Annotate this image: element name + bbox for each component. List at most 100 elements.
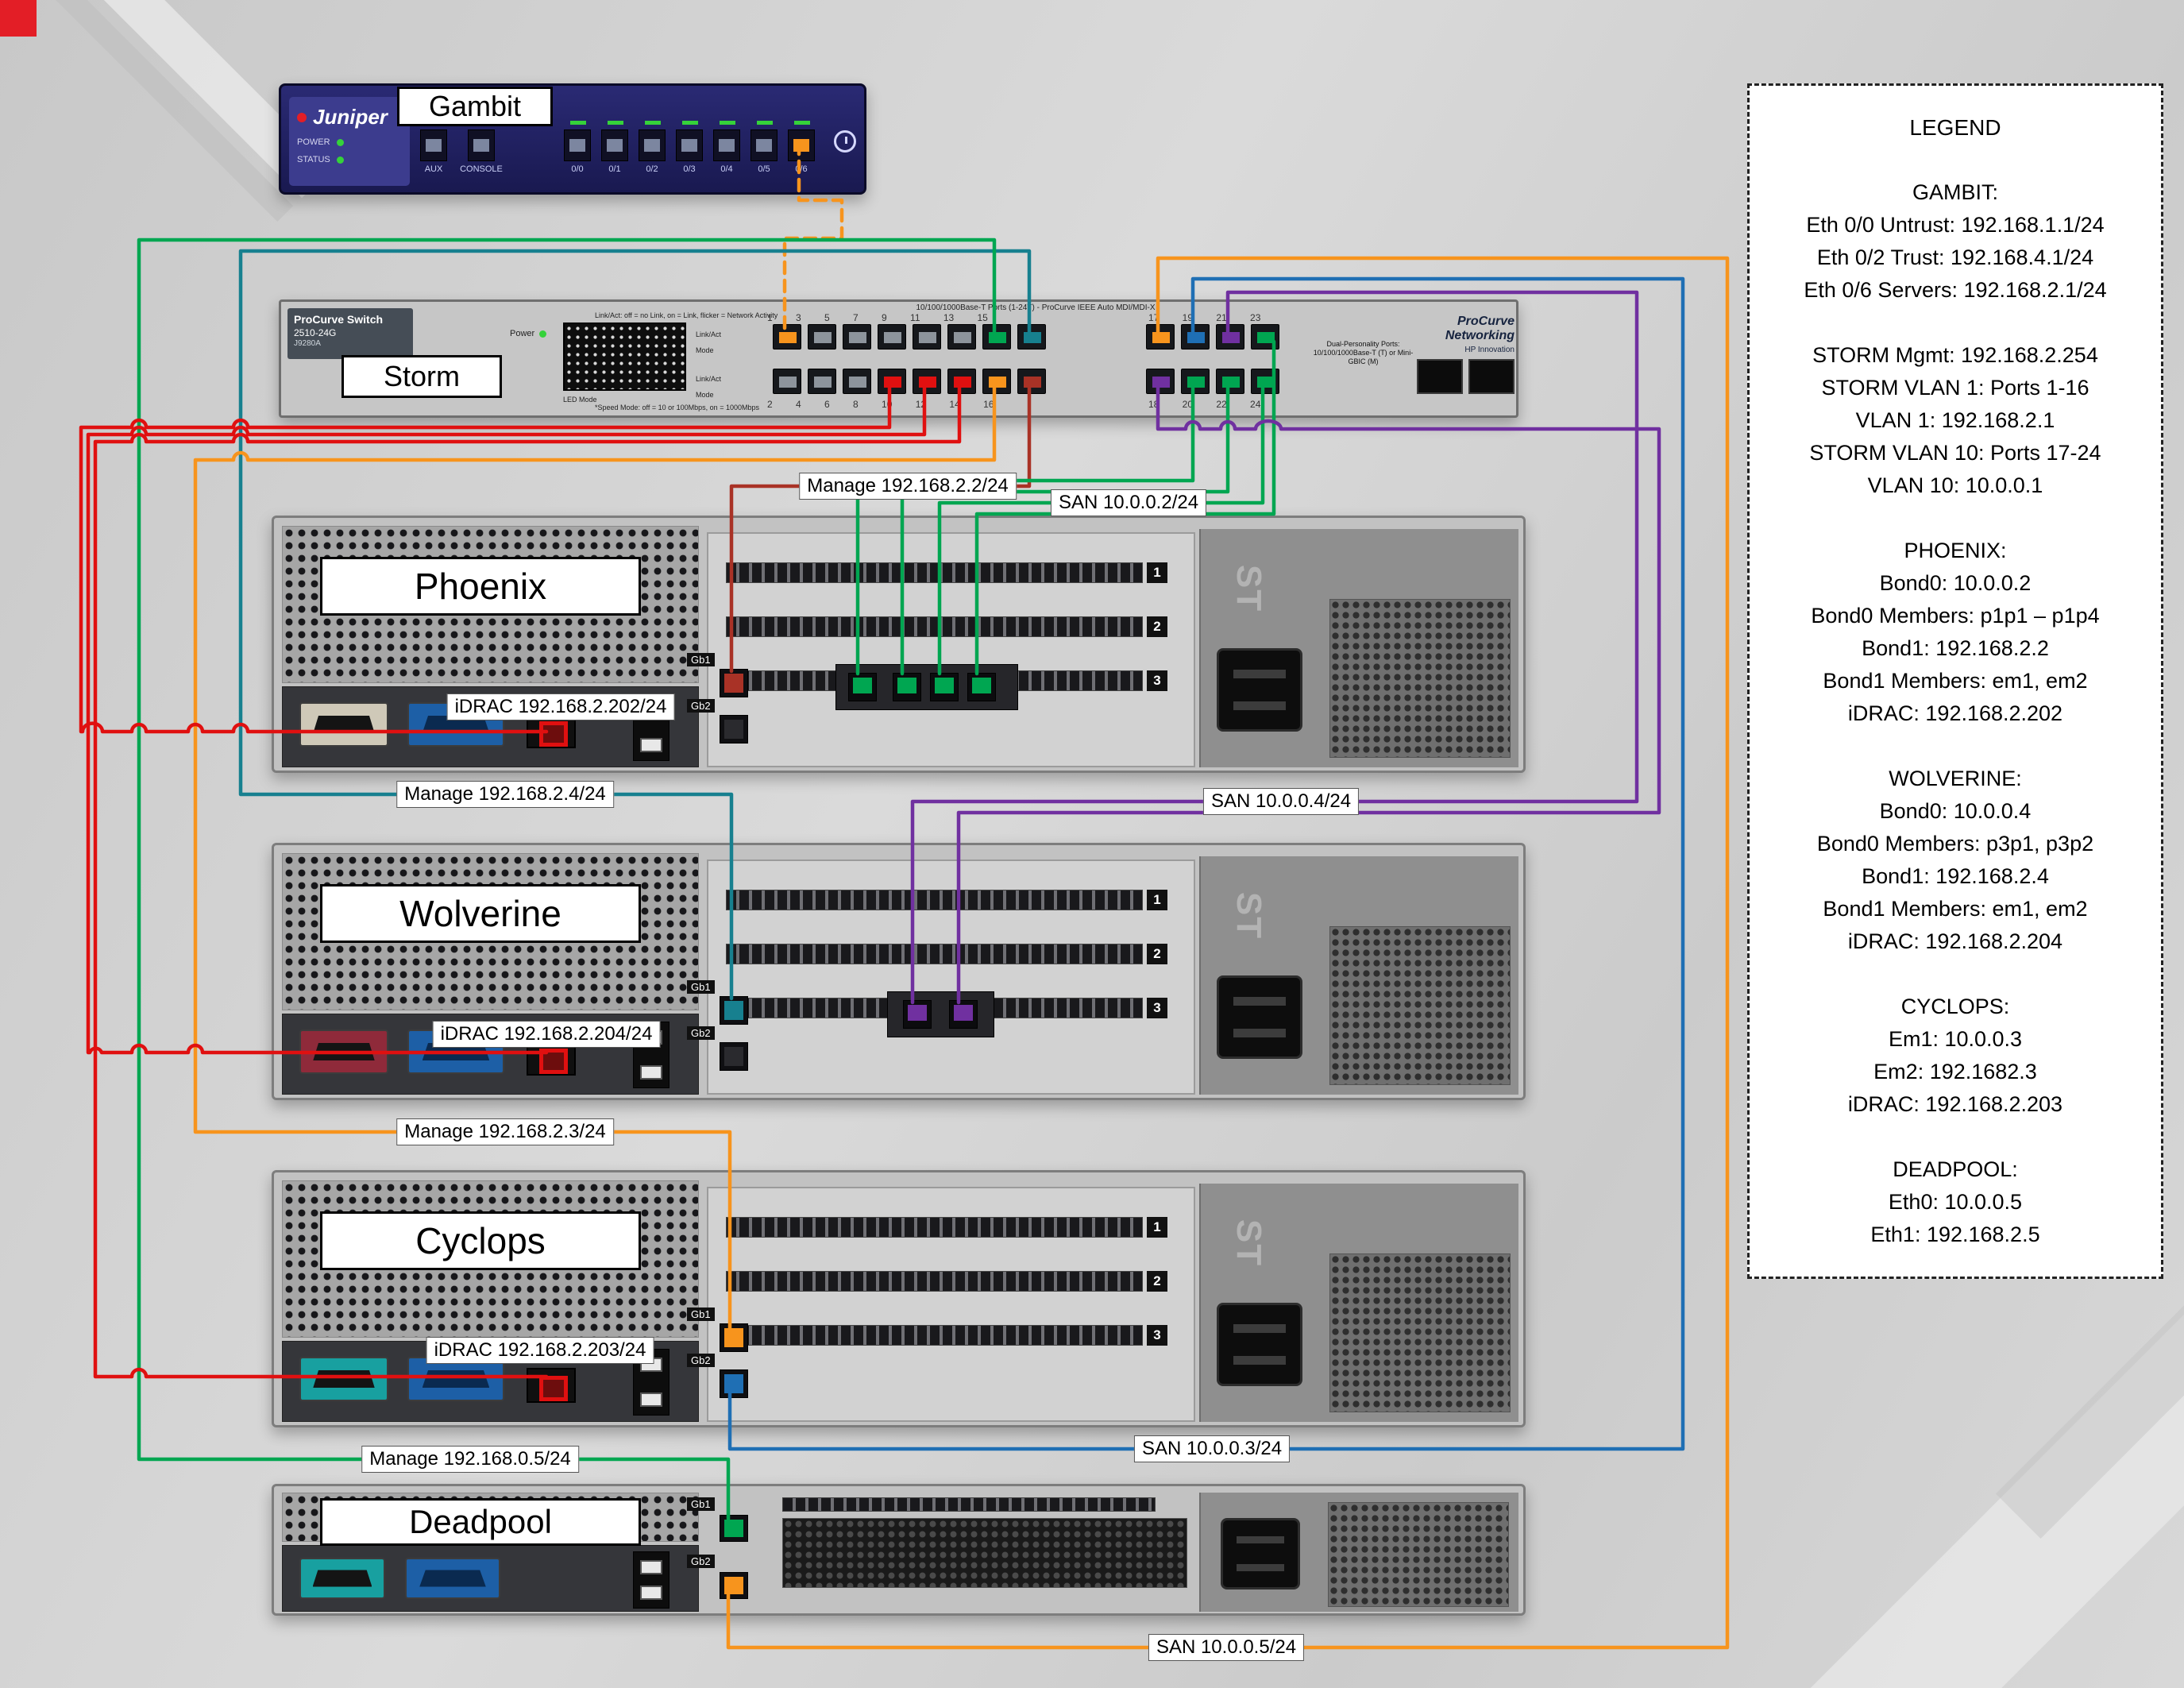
nic-plug [853, 678, 872, 693]
nic-port-p1p1 [848, 673, 877, 701]
sfp-cage [1417, 359, 1463, 394]
legend-line: Eth 0/6 Servers: 192.168.2.1/24 [1804, 278, 2107, 302]
eth-port-0-1 [601, 121, 628, 161]
gb2-port-label: Gb2 [687, 1026, 715, 1040]
gb2-plug [724, 1047, 743, 1066]
ethernet-port-bank [564, 121, 815, 161]
serial-connector [312, 1570, 372, 1587]
rj45-port [808, 324, 836, 350]
legend-section-deadpool: DEADPOOL: Eth0: 10.0.0.5 Eth1: 192.168.2… [1750, 1153, 2161, 1251]
nic-plug [908, 1005, 927, 1021]
legend-title: LEGEND [1909, 115, 2001, 140]
eth-label: 0/3 [683, 164, 696, 174]
cable-label-san-deadpool: SAN 10.0.0.5/24 [1148, 1634, 1305, 1661]
serial-port [299, 1357, 388, 1401]
power-inlet [1221, 1518, 1300, 1590]
brand-right-text: ProCurve Networking [1445, 315, 1515, 342]
gb2-port-label: Gb2 [687, 699, 715, 713]
procurve-networking-brand: ProCurve Networking HP Innovation [1391, 315, 1515, 354]
gb2-port-label: Gb2 [687, 1354, 715, 1367]
nic-plug [935, 678, 954, 693]
gb1-port-label: Gb1 [687, 653, 715, 666]
rj45-port [1146, 369, 1175, 394]
power-supply: ST [1199, 1184, 1518, 1422]
slot-number: 3 [1147, 1325, 1167, 1346]
cable-idrac-phoenix [79, 377, 892, 734]
cable-gambit-to-storm [782, 141, 844, 337]
eth-label: 0/1 [608, 164, 621, 174]
port-bank-1-16 [773, 324, 1046, 394]
eth-label: 0/2 [646, 164, 658, 174]
gb2-plug [724, 1374, 743, 1393]
pcie-slot-area: 1 2 3 [707, 1187, 1195, 1422]
led-matrix [563, 323, 686, 391]
rj45-port [1181, 369, 1210, 394]
nic-port-p1p2 [893, 673, 921, 701]
legend-line: Bond1: 192.168.2.4 [1862, 864, 2049, 888]
legend-line: Bond0 Members: p3p1, p3p2 [1816, 832, 2094, 856]
psu-honeycomb-vent [1328, 1502, 1509, 1607]
vga-port [405, 1558, 500, 1599]
gb2-port [720, 1042, 748, 1071]
pcie-slot-filler [726, 890, 1143, 910]
power-supply: ST [1199, 856, 1518, 1095]
linkact-label: Link/Act [696, 375, 722, 383]
gb1-port [720, 1515, 748, 1542]
rj45-port [773, 369, 801, 394]
legend-section-wolverine: WOLVERINE: Bond0: 10.0.0.4 Bond0 Members… [1750, 763, 2161, 958]
device-label-text: Phoenix [414, 566, 547, 607]
pcie-slot-filler [726, 1217, 1143, 1238]
serial-connector [313, 715, 375, 734]
eth-label: 0/0 [571, 164, 584, 174]
cable-manage-deadpool [137, 238, 997, 1521]
device-label-wolverine: Wolverine [320, 884, 641, 943]
cable-san-phoenix-1 [855, 377, 1195, 676]
juniper-brand-panel: Juniper POWER STATUS [289, 97, 410, 186]
legend-line: Bond1 Members: em1, em2 [1823, 669, 2088, 693]
rj45-port [982, 324, 1011, 350]
aux-port-label: AUX [424, 164, 443, 174]
cable-manage-phoenix [729, 377, 1032, 674]
mode-label: Mode [696, 391, 714, 399]
cable-idrac-wolverine [86, 377, 927, 1055]
legend-line: STORM VLAN 1: Ports 1-16 [1821, 376, 2089, 400]
status-legend-2: *Speed Mode: off = 10 or 100Mbps, on = 1… [595, 404, 759, 411]
gb1-port [720, 996, 748, 1025]
legend-line: VLAN 1: 192.168.2.1 [1855, 408, 2055, 432]
device-label-deadpool: Deadpool [320, 1498, 641, 1546]
pcie-slot-area: 1 2 3 [707, 859, 1195, 1095]
legend-line: Bond1: 192.168.2.2 [1862, 636, 2049, 660]
legend-line: STORM VLAN 10: Ports 17-24 [1809, 441, 2101, 465]
serial-port [299, 702, 388, 747]
cable-label-idrac-wolverine: iDRAC 192.168.2.204/24 [432, 1021, 661, 1048]
device-label-text: Wolverine [399, 893, 561, 934]
dual-personality-note: Dual-Personality Ports: 10/100/1000Base-… [1306, 340, 1421, 366]
legend-line: iDRAC: 192.168.2.204 [1847, 929, 2063, 953]
power-icon [834, 130, 856, 153]
legend-section-cyclops: CYCLOPS: Em1: 10.0.0.3 Em2: 192.1682.3 i… [1750, 991, 2161, 1121]
slot-number: 2 [1147, 1271, 1167, 1292]
vga-connector [422, 1369, 490, 1389]
device-label-text: Cyclops [415, 1220, 546, 1261]
cable-san-wolverine-1 [910, 290, 1639, 1005]
rj45-port [947, 324, 976, 350]
dual-note-line1: Dual-Personality Ports: [1326, 340, 1400, 348]
cable-san-phoenix-3 [937, 377, 1265, 676]
pcie-slot-filler [782, 1497, 1156, 1512]
corner-accent [0, 0, 37, 37]
slot-number: 1 [1147, 1217, 1167, 1238]
device-label-cyclops: Cyclops [320, 1211, 641, 1270]
slot-number: 2 [1147, 944, 1167, 964]
legend-line: Eth 0/2 Trust: 192.168.4.1/24 [1816, 245, 2094, 269]
led-mode-label: LED Mode [563, 396, 597, 404]
rj45-port [843, 369, 871, 394]
legend-section-title: CYCLOPS: [1900, 995, 2010, 1018]
gb1-port [720, 1323, 748, 1352]
rj45-port [773, 324, 801, 350]
power-inlet [1217, 975, 1302, 1059]
pcie-slot-filler [726, 944, 1143, 964]
device-label-storm: Storm [341, 355, 502, 398]
slot-number: 1 [1147, 890, 1167, 910]
eth-port-0-0 [564, 121, 591, 161]
